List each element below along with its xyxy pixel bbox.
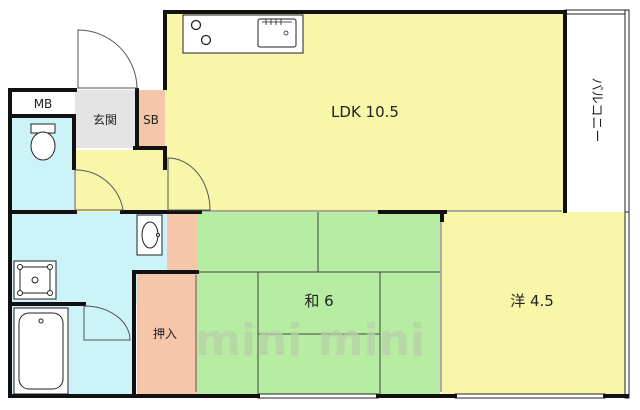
stove-burner-icon [190, 19, 202, 31]
stove-burner-icon [200, 34, 212, 46]
label-balcony: バルコニー [589, 78, 604, 143]
closet-strip [167, 212, 197, 270]
label-genkan: 玄関 [93, 112, 117, 127]
shoe-box [137, 90, 165, 148]
yoshitsu-room [442, 212, 627, 396]
oshiire [137, 272, 197, 396]
wash-basin-icon [136, 214, 163, 256]
label-washitsu: 和 6 [304, 292, 333, 310]
label-sb: SB [143, 113, 159, 127]
entrance [75, 90, 137, 148]
bathtub-icon [13, 307, 69, 395]
label-yoshitsu: 洋 4.5 [510, 292, 554, 310]
watermark: mini mini [195, 315, 425, 366]
mb-box [12, 90, 74, 116]
balcony [565, 12, 627, 211]
door-swings [74, 29, 211, 341]
sink-icon [257, 18, 297, 48]
label-ldk: LDK 10.5 [331, 103, 399, 121]
walls [8, 10, 629, 398]
tatami-lines [197, 212, 440, 396]
toilet-icon [30, 123, 56, 161]
label-mb: MB [34, 97, 53, 111]
kitchen-counter [182, 14, 304, 54]
washing-machine-icon [13, 260, 57, 300]
label-oshiire: 押入 [153, 327, 177, 341]
